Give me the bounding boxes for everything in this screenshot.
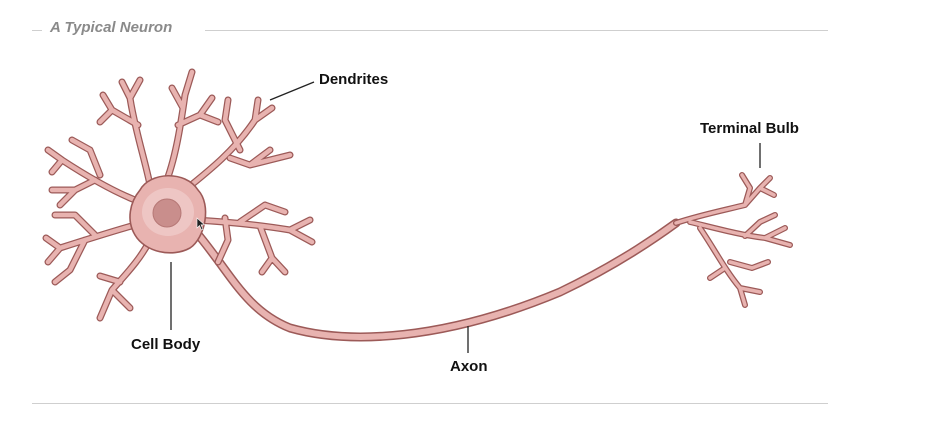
axon-label: Axon: [450, 358, 488, 375]
cell-body-label: Cell Body: [131, 336, 201, 353]
cell-body: [129, 175, 207, 254]
terminal-branches: [673, 172, 793, 308]
dendrites-label: Dendrites: [319, 71, 388, 88]
title-rule-left: [32, 30, 42, 31]
dendrites-leader: [269, 81, 315, 101]
title-rule-right: [205, 30, 828, 31]
diagram-title: A Typical Neuron: [50, 19, 173, 36]
nucleus: [152, 198, 182, 228]
axon: [191, 218, 681, 342]
dendrites: [42, 68, 316, 322]
bottom-rule: [32, 403, 828, 404]
terminal-bulb-label: Terminal Bulb: [700, 120, 799, 137]
mouse-pointer-icon: [196, 217, 206, 231]
